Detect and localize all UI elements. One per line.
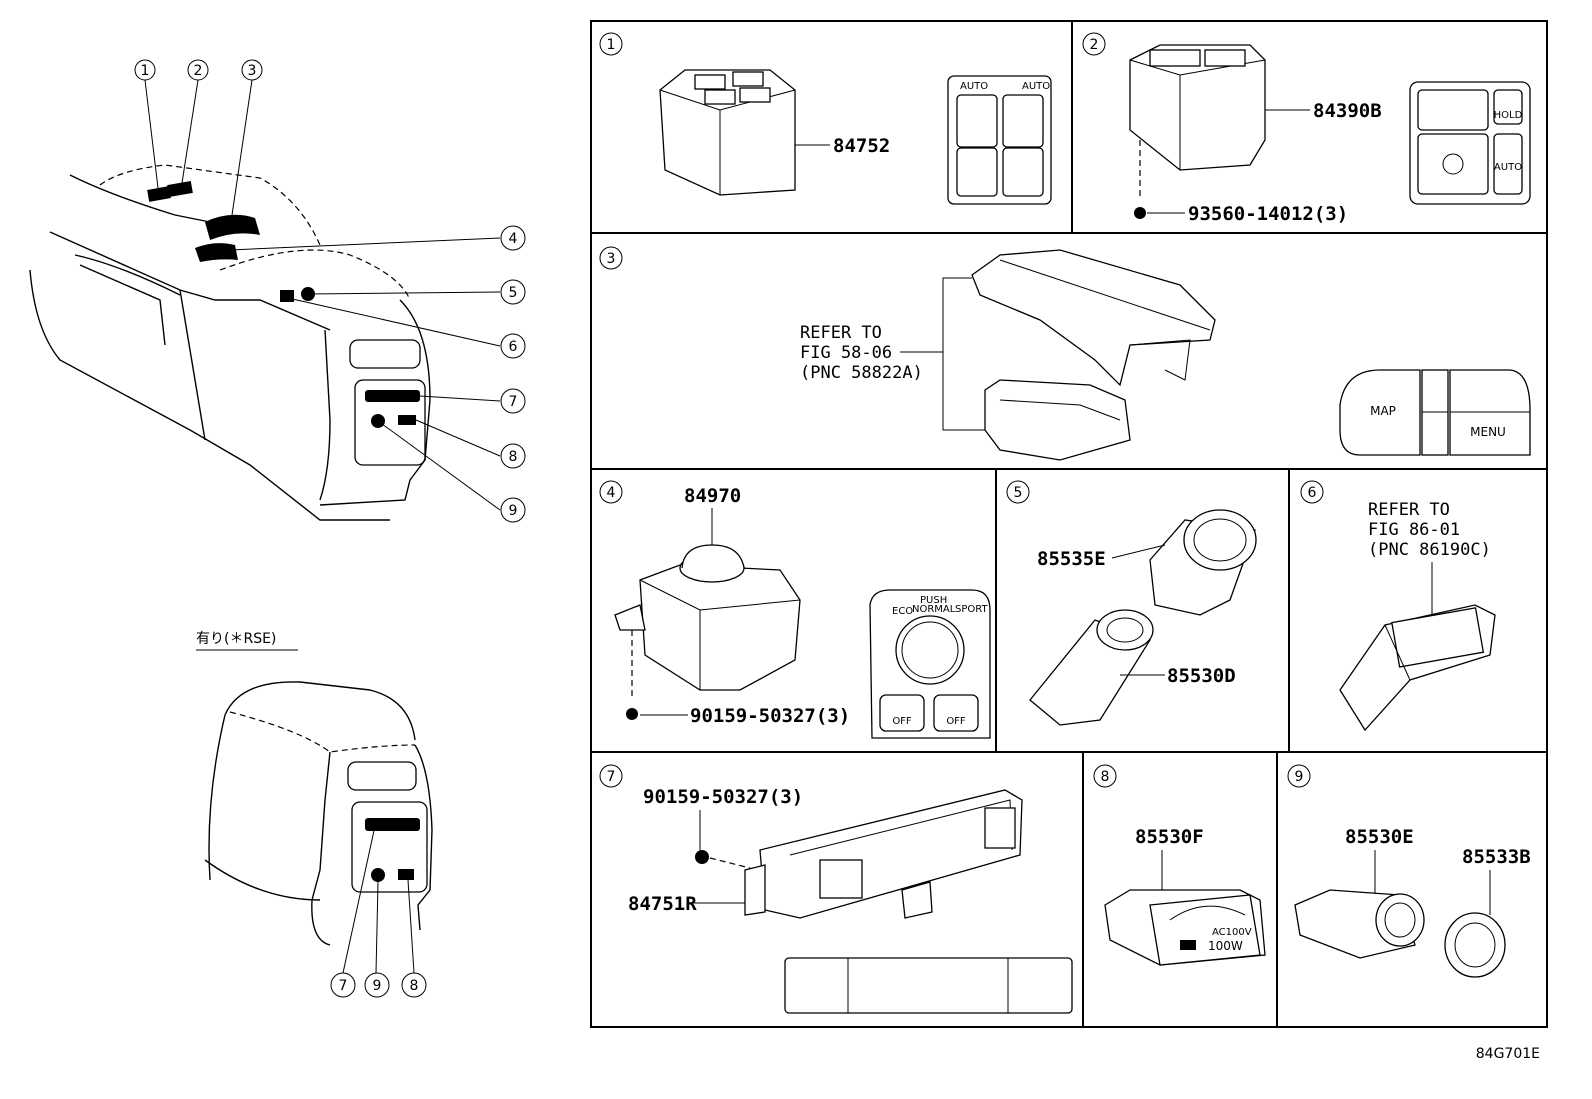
vsc-off-label: OFF bbox=[892, 716, 912, 727]
seat-heater-switch-84752 bbox=[659, 69, 796, 196]
part-90159-50327-a: 90159-50327(3) bbox=[690, 705, 850, 727]
drive-mode-select-switch-84970 bbox=[614, 544, 801, 691]
rse-callout-7-label: 7 bbox=[339, 978, 348, 994]
callout-2-label: 2 bbox=[194, 63, 203, 79]
panel-7-number: 7 bbox=[607, 769, 616, 785]
auto-label-left: AUTO bbox=[960, 81, 988, 92]
part-84970: 84970 bbox=[684, 485, 741, 507]
rear-seat-heater-face bbox=[784, 957, 1073, 1014]
part-85530D: 85530D bbox=[1167, 665, 1236, 687]
panel-8: 8 85530F AC100V 100W bbox=[1093, 764, 1266, 966]
parking-brake-switch-face: HOLD AUTO bbox=[1409, 81, 1531, 205]
callout-6-label: 6 bbox=[509, 339, 518, 355]
panel-4: 4 84970 90159-50327(3) ECO PUSH NORMAL S… bbox=[599, 480, 991, 739]
mode-eco-label: ECO bbox=[892, 606, 913, 617]
usb-port-assembly bbox=[1339, 604, 1496, 732]
callout-6: 6 bbox=[500, 333, 526, 359]
part-84390B: 84390B bbox=[1313, 100, 1382, 122]
panel-8-number: 8 bbox=[1101, 769, 1110, 785]
power-outlet-85530E bbox=[1294, 889, 1425, 959]
panel-1: 1 84752 AUTO AUTO bbox=[599, 32, 1052, 205]
ref-86-01-line2: FIG 86-01 bbox=[1368, 520, 1460, 540]
panel-9-number: 9 bbox=[1295, 769, 1304, 785]
panel-3-number: 3 bbox=[607, 251, 616, 267]
auto-label-epb: AUTO bbox=[1494, 162, 1522, 173]
drive-mode-select-face: ECO PUSH NORMAL SPORT OFF OFF bbox=[869, 589, 991, 739]
ref-58-06-line1: REFER TO bbox=[800, 323, 882, 343]
panel-7: 7 90159-50327(3) 84751R bbox=[599, 764, 1073, 1014]
seat-heater-switch-face: AUTO AUTO bbox=[947, 75, 1052, 205]
callout-2: 2 bbox=[187, 59, 209, 81]
callout-5: 5 bbox=[500, 279, 526, 305]
panel-2-number: 2 bbox=[1090, 37, 1099, 53]
callout-8: 8 bbox=[500, 443, 526, 469]
panel-4-number: 4 bbox=[607, 485, 616, 501]
auto-label-right: AUTO bbox=[1022, 81, 1050, 92]
part-85530F: 85530F bbox=[1135, 826, 1204, 848]
remote-touch-switch: MAP MENU bbox=[1339, 369, 1531, 456]
panel-6-number: 6 bbox=[1308, 485, 1317, 501]
callout-4: 4 bbox=[500, 225, 526, 251]
outlet-ring-85533B bbox=[1444, 912, 1506, 978]
rse-callout-8-label: 8 bbox=[410, 978, 419, 994]
trc-off-label: OFF bbox=[946, 716, 966, 727]
rse-callout-7: 7 bbox=[330, 972, 356, 998]
console-rse-view bbox=[204, 681, 433, 974]
callout-1-label: 1 bbox=[141, 63, 150, 79]
panel-grid bbox=[590, 20, 1548, 1028]
callout-4-label: 4 bbox=[509, 231, 518, 247]
panel-2: 2 84390B 93560-14012(3) HOLD AUTO bbox=[1082, 32, 1531, 225]
parking-brake-switch-84390B bbox=[1129, 44, 1266, 171]
panel-3: 3 REFER TO FIG 58-06 (PNC 58822A) MAP ME… bbox=[599, 246, 1531, 461]
panel-6: 6 REFER TO FIG 86-01 (PNC 86190C) bbox=[1300, 480, 1496, 732]
hold-label: HOLD bbox=[1494, 110, 1523, 121]
part-85533B: 85533B bbox=[1462, 846, 1531, 868]
console-switch-bracket bbox=[984, 379, 1131, 461]
menu-key-label: MENU bbox=[1470, 425, 1506, 439]
mode-push-label: PUSH bbox=[920, 595, 947, 606]
part-84752: 84752 bbox=[833, 135, 890, 157]
panel-1-number: 1 bbox=[607, 37, 616, 53]
part-84751R: 84751R bbox=[628, 893, 697, 915]
mode-sport-label: SPORT bbox=[955, 604, 988, 615]
panel-5-number: 5 bbox=[1014, 485, 1023, 501]
ref-58-06-line3: (PNC 58822A) bbox=[800, 363, 923, 383]
callout-9-label: 9 bbox=[509, 503, 518, 519]
mode-normal-label: NORMAL bbox=[912, 604, 956, 615]
power-outlet-socket-85530D bbox=[1029, 609, 1154, 726]
ref-58-06-line2: FIG 58-06 bbox=[800, 343, 892, 363]
panel-5: 5 85535E 85530D bbox=[1006, 480, 1257, 726]
rse-label: 有り(＊RSE) bbox=[196, 631, 276, 647]
outlet-voltage-label: AC100V bbox=[1212, 927, 1252, 938]
callout-5-label: 5 bbox=[509, 285, 518, 301]
rse-callout-8: 8 bbox=[401, 972, 427, 998]
outlet-wattage-label: 100W bbox=[1208, 939, 1243, 953]
rse-callout-9: 9 bbox=[364, 972, 390, 998]
power-outlet-cap-85535E bbox=[1149, 509, 1257, 616]
diagram-code: 84G701E bbox=[1476, 1046, 1540, 1062]
callout-8-label: 8 bbox=[509, 449, 518, 465]
ac-outlet-85530F: AC100V 100W bbox=[1104, 889, 1266, 966]
map-key-label: MAP bbox=[1370, 404, 1396, 418]
ref-86-01-line3: (PNC 86190C) bbox=[1368, 540, 1491, 560]
rear-seat-heater-switch-84751R bbox=[744, 789, 1023, 919]
part-93560-14012: 93560-14012(3) bbox=[1188, 203, 1348, 225]
callout-9: 9 bbox=[500, 497, 526, 523]
part-85530E: 85530E bbox=[1345, 826, 1414, 848]
part-85535E: 85535E bbox=[1037, 548, 1106, 570]
part-90159-50327-b: 90159-50327(3) bbox=[643, 786, 803, 808]
callout-7: 7 bbox=[500, 388, 526, 414]
callout-1: 1 bbox=[134, 59, 156, 81]
console-overview bbox=[29, 79, 501, 521]
rse-callout-9-label: 9 bbox=[373, 978, 382, 994]
console-box-assembly bbox=[971, 249, 1216, 387]
callout-3: 3 bbox=[241, 59, 263, 81]
callout-3-label: 3 bbox=[248, 63, 257, 79]
ref-86-01-line1: REFER TO bbox=[1368, 500, 1450, 520]
callout-7-label: 7 bbox=[509, 394, 518, 410]
panel-9: 9 85530E 85533B bbox=[1287, 764, 1531, 978]
